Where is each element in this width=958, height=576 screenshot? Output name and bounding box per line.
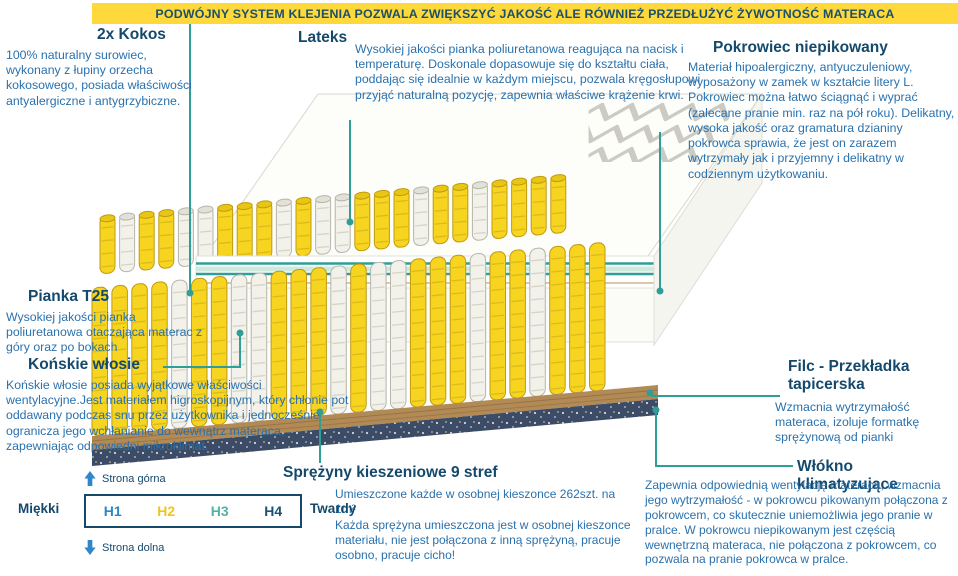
- annotation-lateks-title: Lateks: [298, 29, 348, 46]
- hardness-level-H4: H4: [264, 503, 283, 519]
- hardness-scale: H1 H2 H3 H4: [84, 494, 302, 528]
- hardness-level-H3: H3: [210, 503, 229, 519]
- soft-label: Miękki: [18, 501, 60, 516]
- annotation-lateks-body: Wysokiej jakości pianka poliuretanowa re…: [355, 42, 701, 102]
- annotation-sprezyny-body1: Umieszczone każde w osobnej kieszonce 26…: [335, 487, 616, 516]
- annotation-sprezyny-body2: Każda sprężyna umieszczona jest w osobne…: [335, 518, 631, 562]
- annotation-kokos-title: 2x Kokos: [97, 26, 166, 43]
- annotation-filc-title: Filc - Przekładka tapicerska: [788, 358, 910, 393]
- layer-strip: [195, 255, 655, 289]
- bottom-side-note: Strona dolna: [84, 540, 164, 555]
- top-side-label: Strona górna: [102, 472, 166, 485]
- annotation-kokos-body: 100% naturalny surowiec, wykonany z łupi…: [6, 48, 192, 108]
- mattress-front-face: [195, 287, 655, 343]
- annotation-sprezyny-title: Sprężyny kieszeniowe 9 stref: [283, 464, 498, 481]
- arrow-up-icon: [84, 471, 96, 486]
- annotation-pokrowiec-title: Pokrowiec niepikowany: [713, 39, 888, 56]
- top-side-note: Strona górna: [84, 471, 166, 486]
- annotation-pokrowiec-body: Materiał hipoalergiczny, antyuczuleniowy…: [688, 60, 955, 181]
- arrow-down-icon: [84, 540, 96, 555]
- zigzag-texture: [475, 102, 730, 162]
- top-banner: PODWÓJNY SYSTEM KLEJENIA POZWALA ZWIĘKSZ…: [92, 3, 958, 24]
- hard-label: Twardy: [310, 501, 357, 516]
- annotation-konskie-title: Końskie włosie: [28, 356, 140, 373]
- hardness-level-H2: H2: [157, 503, 176, 519]
- bottom-side-label: Strona dolna: [102, 541, 165, 554]
- annotation-wlokno-body: Zapewnia odpowiednią wentylację materaca…: [645, 478, 948, 567]
- annotation-pianka-body: Wysokiej jakości pianka poliuretanowa ot…: [6, 310, 203, 355]
- annotation-wlokno-title: Włókno klimatyzujące: [797, 458, 898, 493]
- hardness-level-H1: H1: [103, 503, 122, 519]
- annotation-pianka-title: Pianka T25: [28, 288, 109, 305]
- mattress-top-face: [204, 93, 763, 257]
- annotation-konskie-body: Końskie włosie posiada wyjątkowe właściw…: [6, 378, 349, 453]
- annotation-filc-body: Wzmacnia wytrzymałość materaca, izoluje …: [775, 400, 920, 445]
- springs-back-row: [99, 174, 567, 274]
